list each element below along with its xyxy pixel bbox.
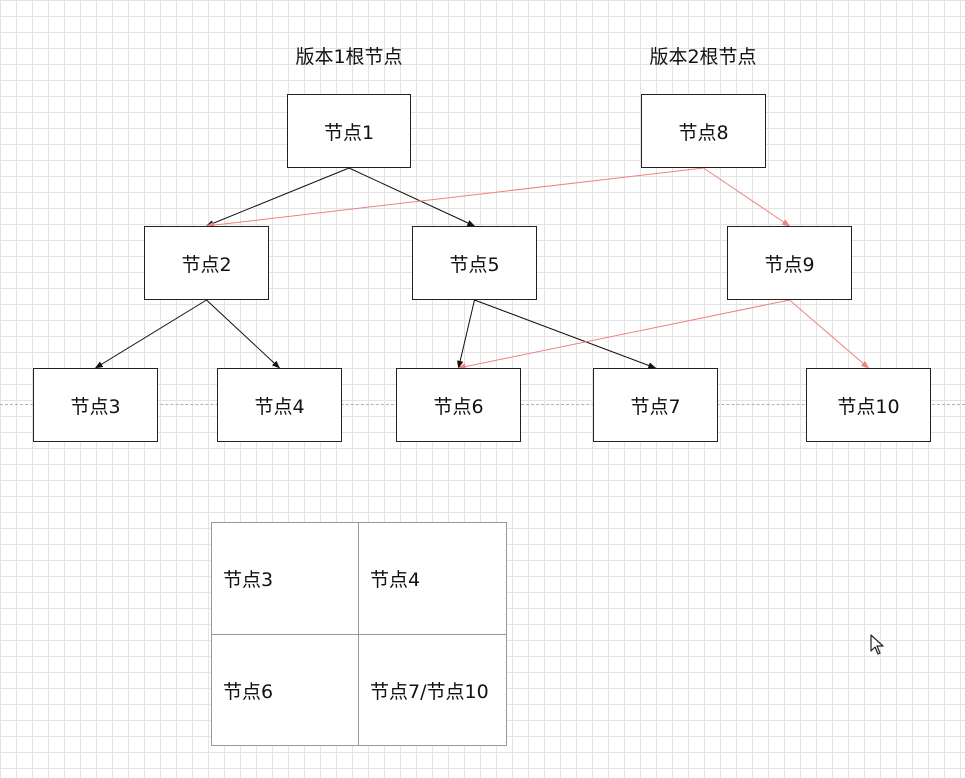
version1-edge-n1-n5[interactable] [348,167,476,227]
node-9[interactable]: 节点9 [727,226,852,300]
version2-edge-n9-n6[interactable] [457,299,790,370]
version2-root-label: 版本2根节点 [649,46,757,68]
version1-edge-n2-n3[interactable] [94,299,207,369]
table-cell[interactable]: 节点4 [359,523,506,635]
table-cell[interactable]: 节点6 [212,635,359,746]
version2-edge-n8-n2[interactable] [205,167,704,229]
version1-root-label: 版本1根节点 [295,46,403,68]
table-cell[interactable]: 节点7/节点10 [370,681,489,703]
node-table: 节点3 节点4 节点6 节点7/节点10 [211,522,507,746]
node-8[interactable]: 节点8 [641,94,766,168]
node-5[interactable]: 节点5 [412,226,537,300]
version1-edge-n5-n7[interactable] [474,299,657,369]
node-1[interactable]: 节点1 [287,94,411,168]
node-10[interactable]: 节点10 [806,368,931,442]
node-7[interactable]: 节点7 [593,368,718,442]
node-2[interactable]: 节点2 [144,226,269,300]
node-6[interactable]: 节点6 [396,368,521,442]
version2-edge-n8-n9[interactable] [703,167,791,227]
mouse-cursor-icon [870,634,884,655]
node-3[interactable]: 节点3 [33,368,158,442]
node-4[interactable]: 节点4 [217,368,342,442]
version1-edge-n2-n4[interactable] [206,299,281,369]
table-cell[interactable]: 节点3 [212,523,359,635]
version1-edge-n5-n6[interactable] [457,299,475,369]
version1-edge-n1-n2[interactable] [205,167,350,227]
version2-edge-n9-n10[interactable] [789,299,870,369]
